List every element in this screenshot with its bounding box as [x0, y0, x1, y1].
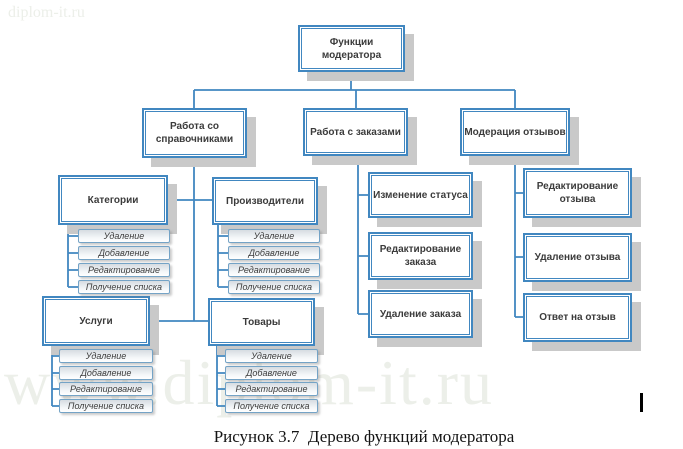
branch-node-review-moderation: Модерация отзывов	[460, 108, 570, 156]
action-item: Удаление	[228, 229, 320, 243]
action-item: Добавление	[59, 366, 153, 380]
child-node-services: Услуги	[42, 296, 150, 346]
action-item: Добавление	[228, 246, 320, 260]
action-item: Получение списка	[228, 280, 320, 294]
child-node-edit-review: Редактирование отзыва	[523, 168, 632, 218]
child-node-edit-order: Редактирование заказа	[368, 232, 473, 280]
figure-caption: Рисунок 3.7 Дерево функций модератора	[213, 427, 515, 446]
root-node-moderator-functions: Функции модератора	[298, 25, 405, 72]
child-node-manufacturers: Производители	[212, 177, 318, 225]
child-node-change-status: Изменение статуса	[368, 172, 473, 218]
action-item: Удаление	[78, 229, 170, 243]
text-cursor	[640, 393, 643, 412]
action-item: Добавление	[78, 246, 170, 260]
action-item: Добавление	[225, 366, 318, 380]
branch-node-directories: Работа со справочниками	[142, 108, 247, 158]
action-item: Редактирование	[228, 263, 320, 277]
action-item: Получение списка	[59, 399, 153, 413]
branch-node-orders: Работа с заказами	[303, 108, 408, 156]
child-node-reply-review: Ответ на отзыв	[523, 293, 632, 342]
action-item: Удаление	[225, 349, 318, 363]
watermark-top-left: diplom-it.ru	[8, 4, 85, 21]
action-item: Редактирование	[59, 382, 153, 396]
child-node-delete-review: Удаление отзыва	[523, 233, 632, 282]
child-node-categories: Категории	[58, 175, 168, 225]
child-node-delete-order: Удаление заказа	[368, 290, 473, 338]
child-node-products: Товары	[208, 298, 315, 346]
action-item: Удаление	[59, 349, 153, 363]
action-item: Редактирование	[78, 263, 170, 277]
action-item: Редактирование	[225, 382, 318, 396]
action-item: Получение списка	[225, 399, 318, 413]
action-item: Получение списка	[78, 280, 170, 294]
